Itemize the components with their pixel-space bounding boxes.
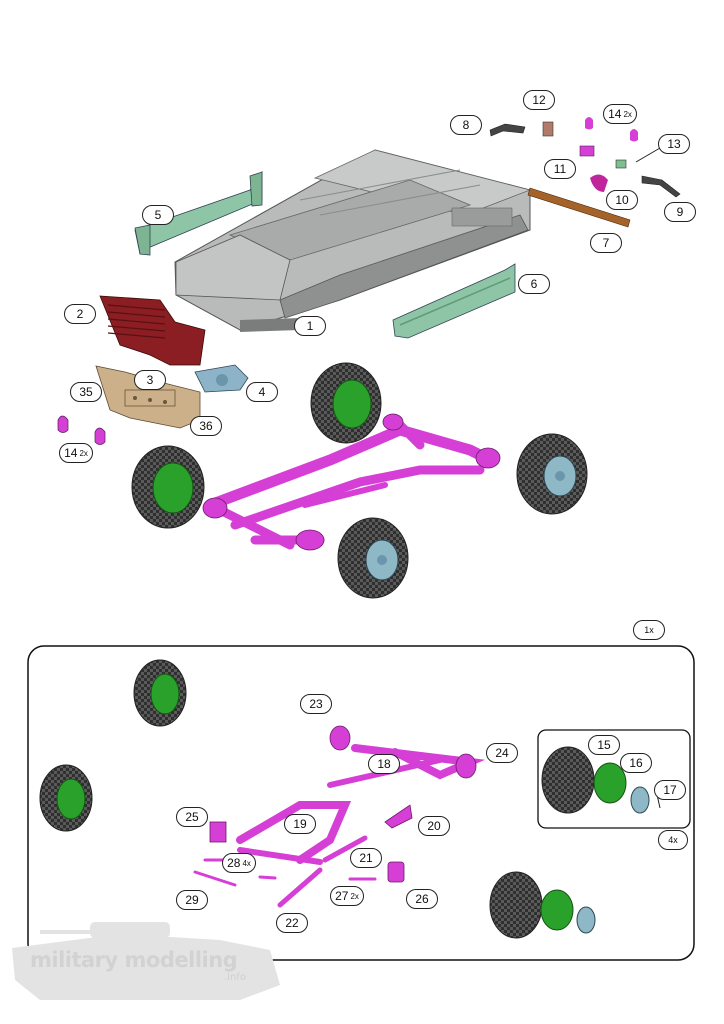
subassembly-frame: [27, 645, 695, 961]
callout-4: 4: [246, 382, 278, 402]
callout-5: 5: [142, 205, 174, 225]
wheel-assembled-bottom: [489, 871, 596, 939]
hubs-bottom: [209, 725, 477, 883]
callout-10: 10: [606, 190, 638, 210]
wheel-top-back: [310, 362, 382, 444]
green-rail-part-6: [392, 263, 516, 339]
callout-24: 24: [486, 743, 518, 763]
callout-2: 2: [64, 304, 96, 324]
callout-16: 16: [620, 753, 652, 773]
callout-6: 6: [518, 274, 550, 294]
chassis-frame-bottom: [193, 744, 486, 908]
callout-qty-4x: 4x: [658, 830, 688, 850]
callout-9: 9: [664, 202, 696, 222]
watermark-text: military modelling: [30, 948, 238, 972]
callout-qty-1x: 1x: [633, 620, 665, 640]
callout-1: 1: [294, 316, 326, 336]
callout-23: 23: [300, 694, 332, 714]
callout-25: 25: [176, 807, 208, 827]
callout-18: 18: [368, 754, 400, 774]
callout-21: 21: [350, 848, 382, 868]
callout-22: 22: [276, 913, 308, 933]
callout-26: 26: [406, 889, 438, 909]
callout-15: 15: [588, 735, 620, 755]
axle-hubs-top: [202, 413, 501, 551]
hull-part-1: [174, 149, 532, 332]
chassis-frame-top: [204, 420, 496, 550]
callout-29: 29: [176, 890, 208, 910]
green-bumper-part-5: [134, 170, 263, 256]
blue-part-4: [194, 364, 249, 393]
callout-36: 36: [190, 416, 222, 436]
callout-11: 11: [544, 159, 576, 179]
wheel-bottom-b: [39, 764, 93, 832]
callout-12: 12: [523, 90, 555, 110]
wheel-top-right: [516, 433, 588, 515]
callout-17: 17: [654, 780, 686, 800]
callout-8: 8: [450, 115, 482, 135]
red-grille-part-2: [99, 295, 206, 366]
callout-3: 3: [134, 370, 166, 390]
wheel-top-front: [337, 517, 409, 599]
callout-20: 20: [418, 816, 450, 836]
wheel-bottom-a: [133, 659, 187, 727]
watermark-tank-icon: [12, 922, 280, 1000]
callout-35: 35: [70, 382, 102, 402]
callout-19: 19: [284, 814, 316, 834]
watermark-sub: .info: [224, 972, 246, 983]
callout-13: 13: [658, 134, 690, 154]
wheel-inset-frame: [537, 729, 691, 829]
callout-7: 7: [590, 233, 622, 253]
wheel-top-left: [131, 445, 205, 529]
small-parts-top-right: [489, 117, 681, 228]
shackles-part-14-left: [57, 415, 106, 445]
